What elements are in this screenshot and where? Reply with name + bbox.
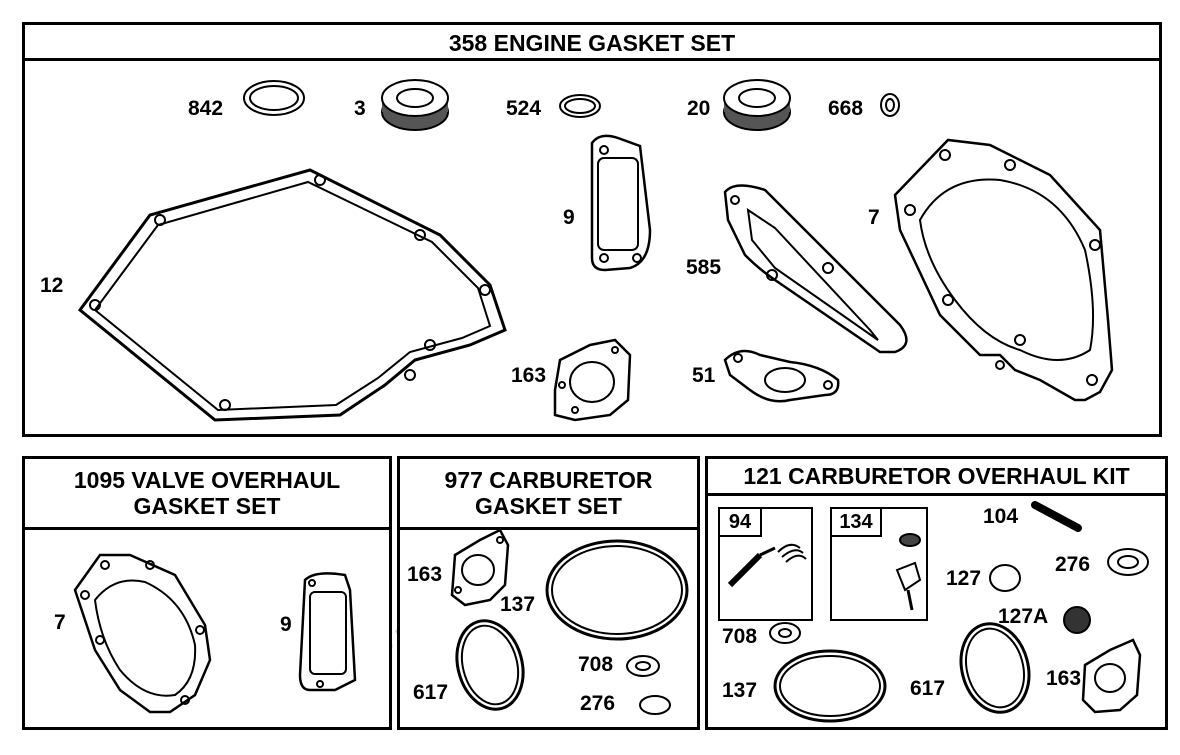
carburetor-gasket-set-title-line2: GASKET SET — [475, 493, 622, 519]
gasket-51-drawing — [723, 349, 840, 403]
kit-washer-708-drawing — [769, 622, 801, 644]
carb-gasket-163-drawing — [450, 528, 510, 607]
carburetor-gasket-set-title-line1: 977 CARBURETOR — [444, 467, 653, 493]
carb-part-label-276: 276 — [580, 692, 616, 715]
gasket-12-drawing — [77, 168, 507, 422]
kit-gasket-137-drawing — [773, 649, 887, 723]
engine-gasket-set-panel: 358 ENGINE GASKET SET — [22, 22, 1162, 437]
gasket-163-drawing — [553, 338, 632, 422]
carb-gasket-617-drawing — [455, 619, 525, 711]
carb-part-label-617: 617 — [413, 681, 449, 704]
part-94-box-label: 94 — [720, 509, 762, 537]
part-94-box: 94 — [718, 507, 813, 621]
part-label-3: 3 — [354, 97, 366, 120]
valve-gasket-set-title: 1095 VALVE OVERHAUL GASKET SET — [25, 467, 389, 530]
part-label-163: 163 — [511, 364, 547, 387]
gasket-7-drawing — [893, 138, 1114, 402]
part-label-9: 9 — [563, 206, 575, 229]
kit-part-label-104: 104 — [983, 505, 1019, 528]
kit-gasket-163-drawing — [1081, 638, 1142, 714]
carb-gasket-137-drawing — [545, 539, 689, 641]
washer-668-drawing — [880, 93, 900, 117]
float-needle-134-drawing — [895, 533, 922, 611]
valve-part-label-9: 9 — [280, 613, 292, 636]
carb-part-label-163: 163 — [407, 563, 443, 586]
part-label-585: 585 — [686, 256, 722, 279]
part-134-box-label: 134 — [832, 509, 882, 537]
kit-part-label-708: 708 — [722, 625, 758, 648]
carb-washer-276-drawing — [639, 695, 671, 715]
carburetor-gasket-set-panel: 977 CARBURETOR GASKET SET — [397, 456, 700, 730]
needle-94-drawing — [727, 543, 807, 588]
valve-gasket-7-drawing — [73, 553, 212, 714]
gasket-842-drawing — [243, 80, 305, 116]
part-label-51: 51 — [692, 364, 716, 387]
valve-gasket-set-title-line1: 1095 VALVE OVERHAUL — [73, 467, 341, 493]
gasket-524-drawing — [559, 94, 601, 118]
valve-gasket-9-drawing — [298, 572, 357, 692]
gasket-585-drawing — [723, 184, 908, 354]
kit-part-label-127a: 127A — [998, 605, 1049, 628]
carburetor-overhaul-kit-panel: 121 CARBURETOR OVERHAUL KIT 94 134 — [705, 456, 1168, 730]
part-label-668: 668 — [828, 97, 864, 120]
part-134-box: 134 — [830, 507, 928, 621]
part-label-842: 842 — [188, 97, 224, 120]
carburetor-overhaul-kit-title: 121 CARBURETOR OVERHAUL KIT — [708, 463, 1165, 496]
part-label-12: 12 — [40, 274, 64, 297]
part-label-524: 524 — [506, 97, 542, 120]
kit-gasket-617-drawing — [959, 622, 1031, 714]
kit-washer-276-drawing — [1107, 548, 1149, 576]
plug-127-drawing — [989, 564, 1021, 592]
kit-part-label-137: 137 — [722, 679, 758, 702]
part-label-20: 20 — [687, 97, 711, 120]
carb-part-label-137: 137 — [500, 593, 536, 616]
carburetor-gasket-set-title: 977 CARBURETOR GASKET SET — [400, 467, 697, 530]
valve-part-label-7: 7 — [54, 611, 66, 634]
pin-104-drawing — [1031, 501, 1082, 532]
carb-washer-708-drawing — [626, 655, 660, 677]
engine-gasket-set-title: 358 ENGINE GASKET SET — [25, 30, 1159, 61]
plug-127a-drawing — [1063, 606, 1091, 634]
kit-part-label-617: 617 — [910, 677, 946, 700]
kit-part-label-127: 127 — [946, 567, 982, 590]
kit-part-label-276: 276 — [1055, 553, 1091, 576]
seal-3-drawing — [381, 79, 449, 131]
kit-part-label-163: 163 — [1046, 667, 1082, 690]
carb-part-label-708: 708 — [578, 653, 614, 676]
seal-20-drawing — [723, 79, 791, 131]
part-label-7: 7 — [868, 206, 880, 229]
gasket-9-drawing — [590, 134, 652, 272]
valve-gasket-set-title-line2: GASKET SET — [133, 493, 281, 519]
